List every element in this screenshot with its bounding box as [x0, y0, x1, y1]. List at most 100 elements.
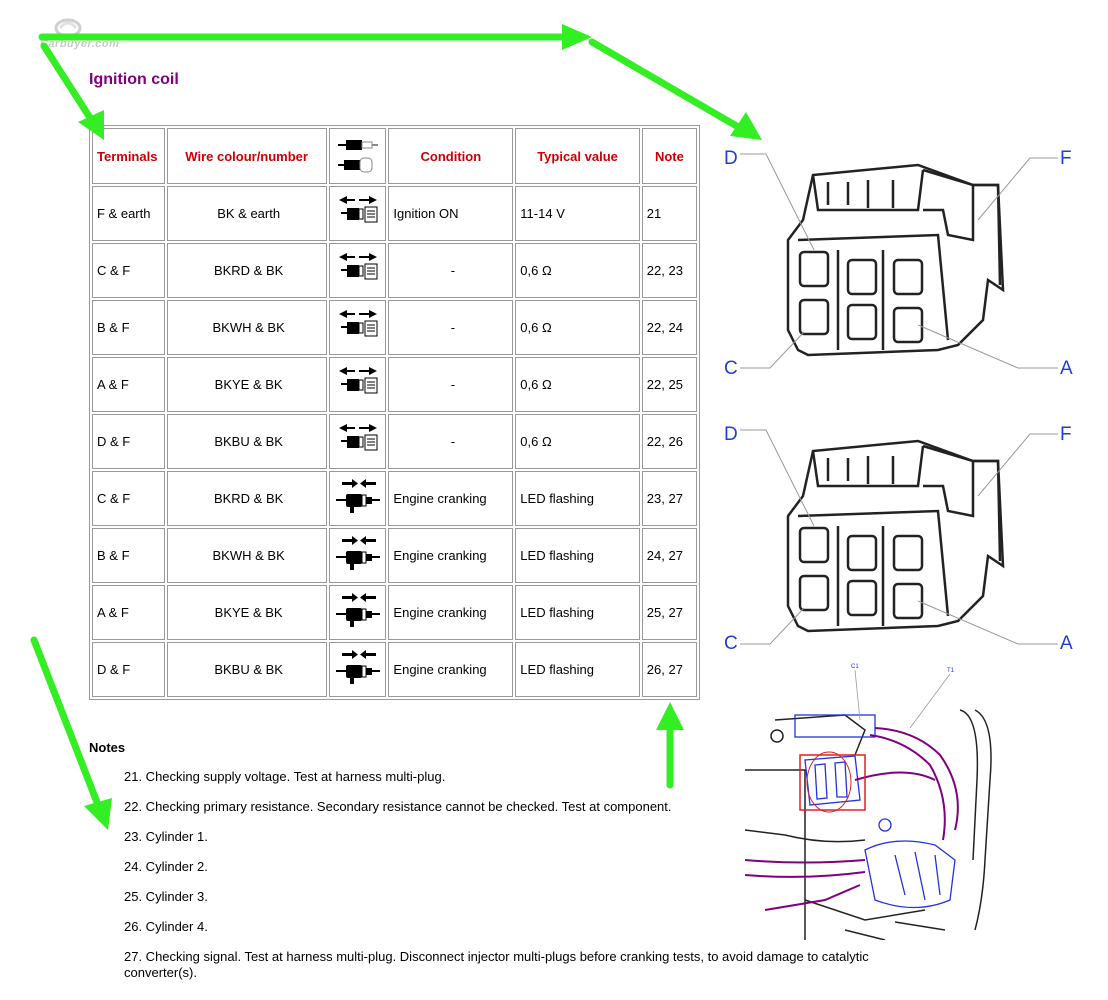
connector-bottom-label-a: A	[1060, 633, 1073, 654]
cell-note: 22, 23	[641, 243, 697, 298]
led-tester-icon	[334, 650, 384, 691]
cell-condition: -	[388, 243, 514, 298]
cell-typical: 0,6 Ω	[515, 300, 640, 355]
cell-condition: -	[388, 414, 514, 469]
arrow-left-down	[40, 42, 98, 128]
cell-note: 24, 27	[641, 528, 697, 583]
cell-note: 21	[641, 186, 697, 241]
cell-icon	[328, 585, 387, 640]
arrow-diagonal-right	[588, 38, 744, 132]
header-typical: Typical value	[515, 128, 640, 184]
led-tester-icon	[334, 536, 384, 577]
cell-condition: Engine cranking	[388, 585, 514, 640]
note-item: 25. Cylinder 3.	[124, 889, 208, 904]
cell-typical: LED flashing	[515, 528, 640, 583]
multimeter-probes-icon	[338, 139, 379, 172]
cell-condition: -	[388, 357, 514, 412]
note-item: 26. Cylinder 4.	[124, 919, 208, 934]
cell-icon	[328, 300, 387, 355]
cell-terminals: B & F	[92, 528, 165, 583]
cell-icon	[328, 186, 387, 241]
arrow-bottom-left-head	[84, 798, 112, 830]
connector-top-label-d: D	[724, 148, 738, 169]
connector-diagram-bottom	[740, 429, 1058, 645]
cell-condition: Ignition ON	[388, 186, 514, 241]
cell-wire: BKRD & BK	[166, 471, 327, 526]
arrow-top-head	[562, 24, 592, 50]
header-note: Note	[641, 128, 697, 184]
cell-typical: LED flashing	[515, 585, 640, 640]
cell-note: 22, 26	[641, 414, 697, 469]
cell-typical: 0,6 Ω	[515, 243, 640, 298]
cell-note: 22, 24	[641, 300, 697, 355]
cell-typical: LED flashing	[515, 471, 640, 526]
cell-icon	[328, 528, 387, 583]
engine-label-t1: T1	[947, 668, 955, 674]
cell-terminals: A & F	[92, 357, 165, 412]
led-tester-icon	[334, 479, 384, 520]
cell-typical: 0,6 Ω	[515, 357, 640, 412]
cell-icon	[328, 243, 387, 298]
connector-top-label-f: F	[1060, 148, 1072, 169]
cell-terminals: D & F	[92, 414, 165, 469]
notes-title: Notes	[89, 740, 126, 755]
cell-typical: 0,6 Ω	[515, 414, 640, 469]
cell-icon	[328, 357, 387, 412]
note-item: 21. Checking supply voltage. Test at har…	[124, 769, 446, 784]
connector-top-label-a: A	[1060, 358, 1073, 379]
table-header-row: Terminals Wire colour/number Condition T…	[92, 128, 697, 184]
connector-bottom-label-f: F	[1060, 424, 1072, 445]
cell-wire: BKRD & BK	[166, 243, 327, 298]
voltage-probe-icon	[335, 196, 383, 235]
cell-note: 26, 27	[641, 642, 697, 697]
connector-bottom-label-d: D	[724, 424, 738, 445]
led-tester-icon	[334, 593, 384, 634]
connector-top-label-c: C	[724, 358, 738, 379]
cell-wire: BK & earth	[166, 186, 327, 241]
engine-label-c1: C1	[851, 664, 859, 670]
cell-condition: Engine cranking	[388, 528, 514, 583]
note-item: 24. Cylinder 2.	[124, 859, 208, 874]
note-item: 23. Cylinder 1.	[124, 829, 208, 844]
cell-typical: LED flashing	[515, 642, 640, 697]
cell-terminals: C & F	[92, 471, 165, 526]
cell-wire: BKWH & BK	[166, 300, 327, 355]
header-wire: Wire colour/number	[166, 128, 327, 184]
header-condition: Condition	[388, 128, 514, 184]
cell-condition: Engine cranking	[388, 642, 514, 697]
cell-terminals: C & F	[92, 243, 165, 298]
cell-wire: BKYE & BK	[166, 585, 327, 640]
cell-wire: BKWH & BK	[166, 528, 327, 583]
cell-note: 23, 27	[641, 471, 697, 526]
engine-location-diagram: C1 T1	[745, 664, 992, 940]
arrow-up-head	[656, 702, 684, 730]
cell-icon	[328, 642, 387, 697]
cell-condition: -	[388, 300, 514, 355]
resistance-probe-icon	[335, 253, 383, 292]
connector-diagram-top	[740, 153, 1058, 369]
cell-icon	[328, 471, 387, 526]
resistance-probe-icon	[335, 424, 383, 463]
cell-wire: BKBU & BK	[166, 414, 327, 469]
cell-wire: BKBU & BK	[166, 642, 327, 697]
cell-condition: Engine cranking	[388, 471, 514, 526]
test-table: Terminals Wire colour/number Condition T…	[89, 125, 700, 700]
note-item: 22. Checking primary resistance. Seconda…	[124, 799, 672, 814]
page-title: Ignition coil	[89, 71, 179, 88]
component-highlight-box	[799, 754, 866, 811]
cell-note: 22, 25	[641, 357, 697, 412]
cell-terminals: B & F	[92, 300, 165, 355]
cell-wire: BKYE & BK	[166, 357, 327, 412]
resistance-probe-icon	[335, 310, 383, 349]
header-instrument-icon	[328, 128, 387, 184]
cell-terminals: D & F	[92, 642, 165, 697]
resistance-probe-icon	[335, 367, 383, 406]
note-item: 27. Checking signal. Test at harness mul…	[124, 949, 869, 980]
